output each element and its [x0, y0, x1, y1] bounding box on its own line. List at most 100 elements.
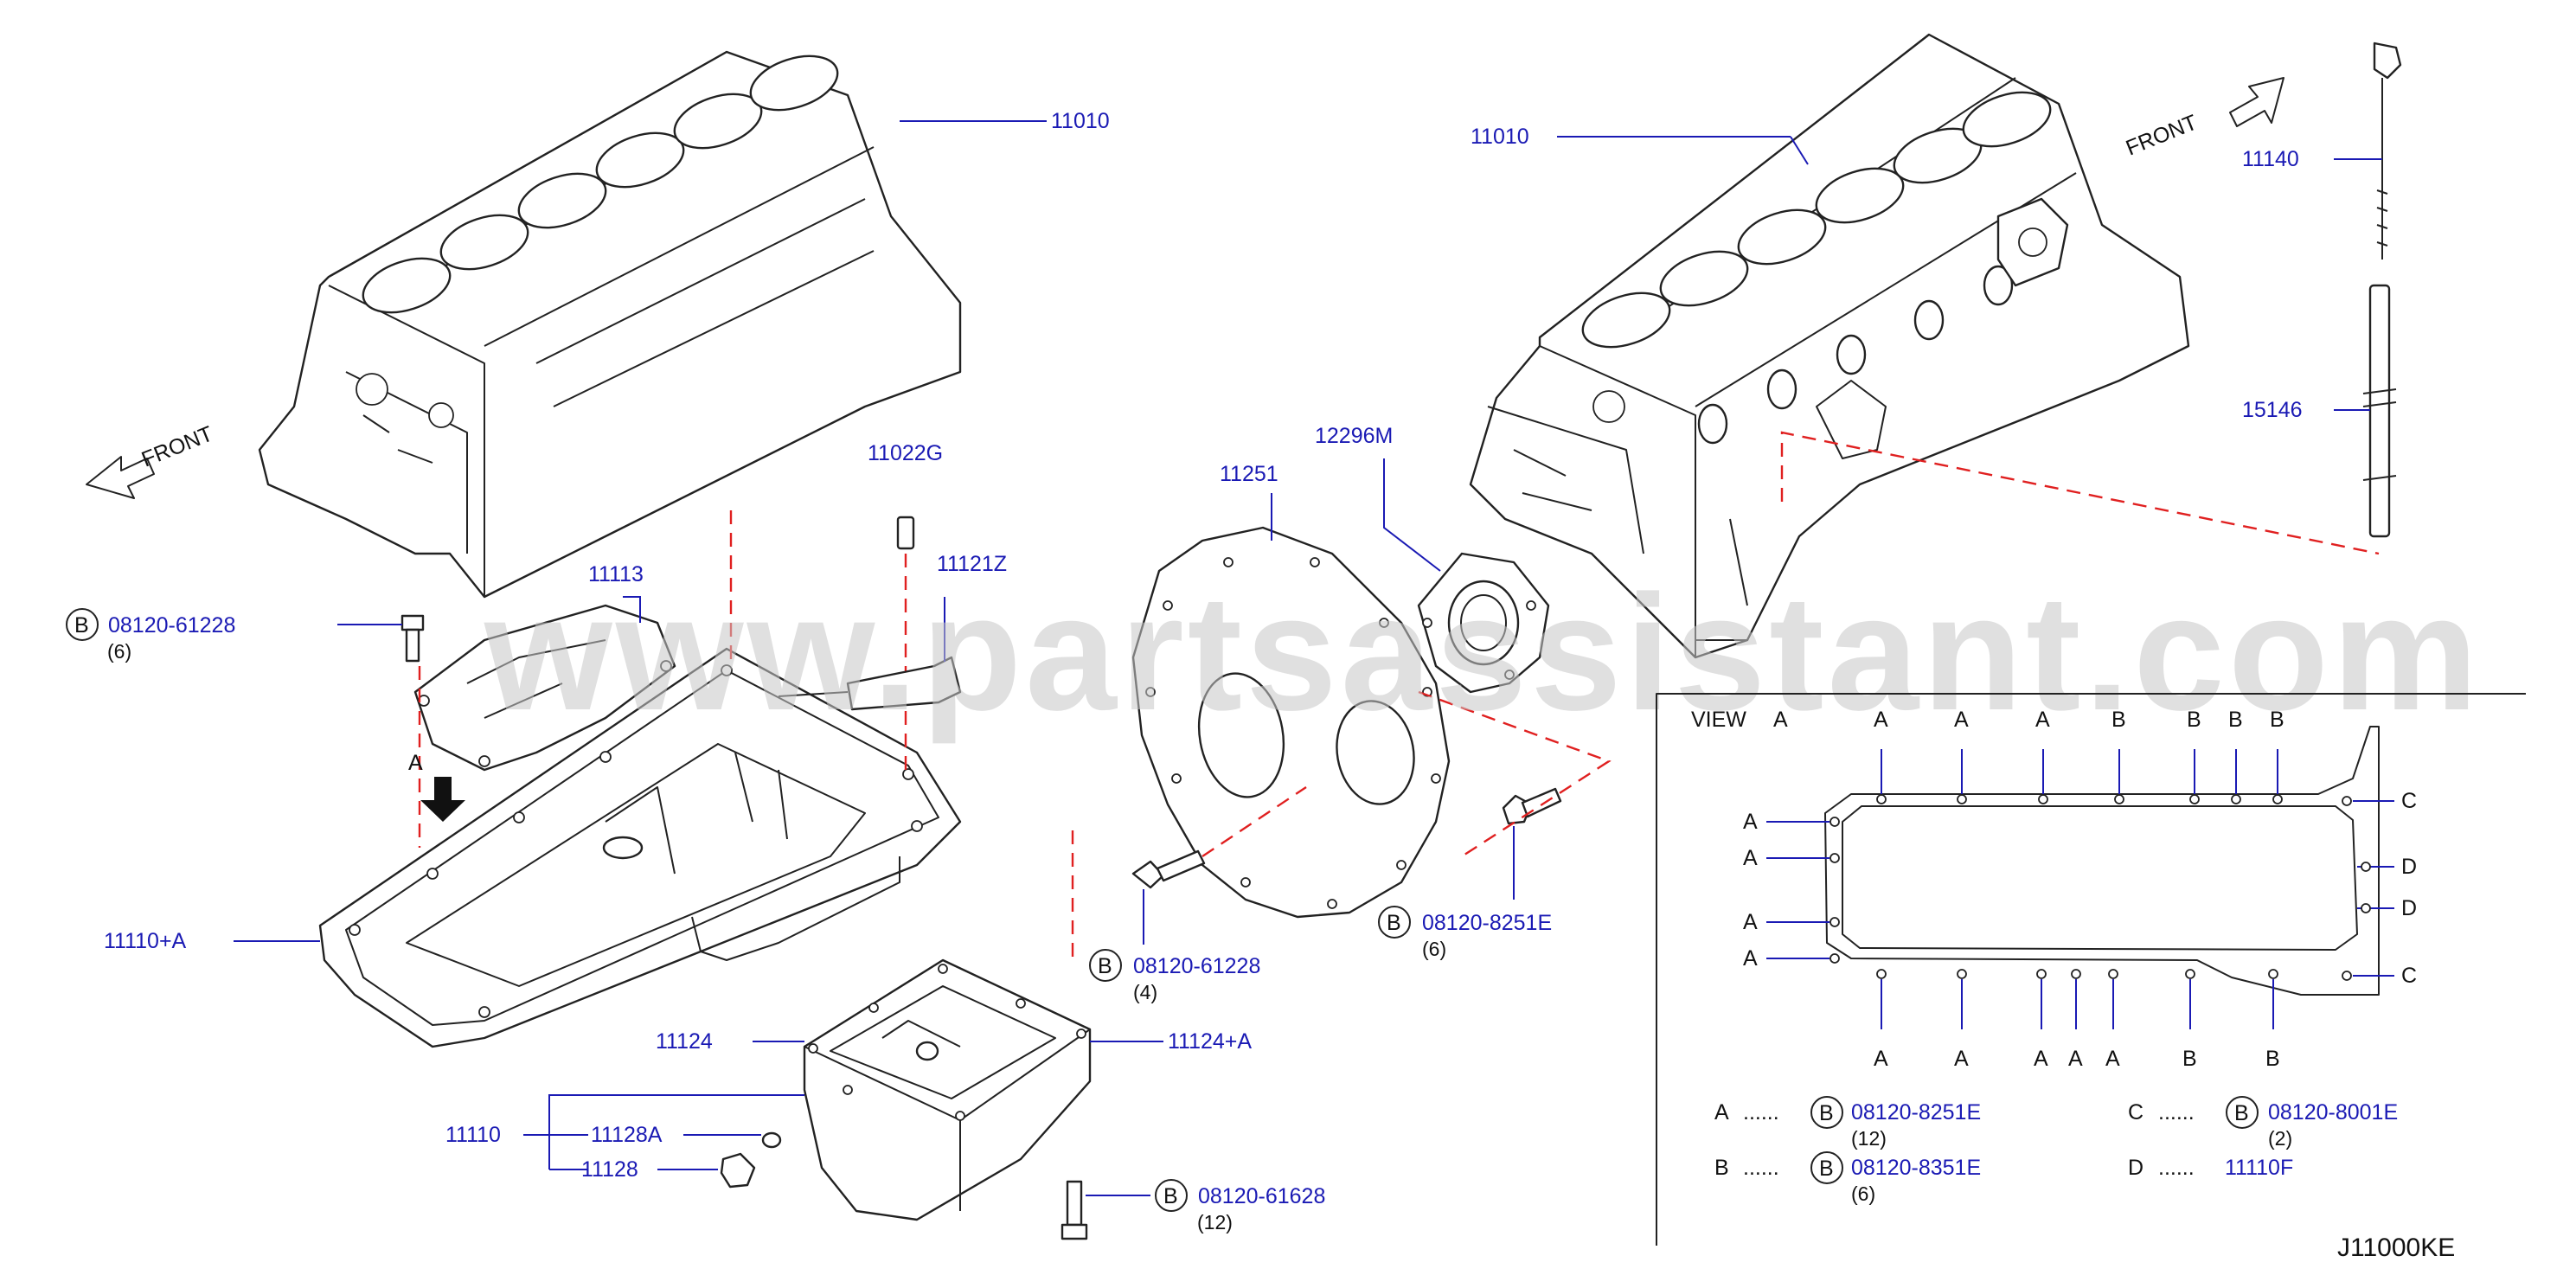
- bolt-08120-61628-qty: (12): [1197, 1211, 1233, 1234]
- legend-c-dots: ......: [2158, 1100, 2195, 1125]
- b1-circle: [66, 608, 99, 641]
- legend-c-qty: (2): [2268, 1127, 2292, 1150]
- b4-circle: [1155, 1179, 1188, 1212]
- cylinder-block-left[interactable]: [258, 46, 962, 599]
- part-15146-label[interactable]: 15146: [2242, 398, 2303, 422]
- b3-circle: [1378, 906, 1411, 939]
- front-label-right: FRONT: [2123, 110, 2201, 160]
- dipstick-11140[interactable]: [2373, 42, 2402, 260]
- legend-a-part[interactable]: 08120-8251E: [1851, 1100, 1981, 1125]
- view-top-letter-2: A: [1954, 708, 1969, 732]
- down-arrow-icon: [420, 777, 465, 822]
- legend-item-a: A ...... B 08120-8251E (12): [1714, 1096, 1981, 1150]
- bolt-08120-61228-rear-qty: (4): [1133, 981, 1157, 1003]
- part-11010-left-label[interactable]: 11010: [1051, 109, 1110, 133]
- rear-plate-11251[interactable]: [1131, 526, 1451, 919]
- bolt-08120-61228-label[interactable]: 08120-61228: [108, 613, 235, 638]
- legend-a-qty: (12): [1851, 1127, 1887, 1150]
- view-top-letter-1: A: [1874, 708, 1888, 732]
- oil-seal-retainer-12296M[interactable]: [1417, 552, 1550, 694]
- view-bottom-letter-4: A: [2068, 1047, 2083, 1071]
- watermark: www.partsassistant.com: [484, 561, 2482, 745]
- bolt-08120-61628-label[interactable]: 08120-61628: [1198, 1184, 1325, 1208]
- view-right-letter-2: D: [2401, 855, 2417, 879]
- view-a-panel: VIEW A: [1656, 693, 2526, 1246]
- legend-c-part[interactable]: 08120-8001E: [2268, 1100, 2398, 1125]
- b2-circle: [1089, 949, 1122, 982]
- drain-plug-11128[interactable]: [720, 1152, 756, 1189]
- legend-item-b: B ...... B 08120-8351E (6): [1714, 1151, 1981, 1205]
- legend-a-dots: ......: [1743, 1100, 1779, 1125]
- part-11110A-label[interactable]: 11110+A: [104, 929, 187, 953]
- bolt-08120-8251E-label[interactable]: 08120-8251E: [1422, 911, 1552, 935]
- upper-oil-pan-11110A[interactable]: [318, 647, 962, 1048]
- part-11251-label[interactable]: 11251: [1220, 462, 1278, 486]
- oil-strainer-11121Z[interactable]: [778, 656, 962, 711]
- part-11124A-label[interactable]: 11124+A: [1168, 1029, 1252, 1054]
- view-right-letter-4: C: [2401, 964, 2417, 988]
- legend-b-qty: (6): [1851, 1182, 1875, 1205]
- view-right-letter-1: C: [2401, 789, 2417, 813]
- bolt-08120-61628[interactable]: [1061, 1180, 1088, 1240]
- view-top-letter-7: B: [2270, 708, 2284, 732]
- view-a-marker: A: [408, 751, 423, 775]
- view-left-letter-4: A: [1743, 946, 1758, 971]
- view-left-letter-3: A: [1743, 910, 1758, 934]
- legend-c-circle: B: [2234, 1101, 2249, 1125]
- b4-circle-letter: B: [1163, 1184, 1178, 1208]
- view-bottom-letter-1: A: [1874, 1047, 1888, 1071]
- dowel-pin-11022G[interactable]: [896, 516, 915, 550]
- diagram-id: J11000KE: [2337, 1234, 2455, 1262]
- baffle-plate-11113[interactable]: [413, 604, 676, 772]
- part-11022G-label[interactable]: 11022G: [868, 441, 943, 465]
- bolt-08120-61228-qty: (6): [107, 640, 131, 663]
- legend-item-c: C ...... B 08120-8001E (2): [2128, 1096, 2398, 1150]
- view-right-letter-3: D: [2401, 896, 2417, 920]
- legend-a-circle: B: [1819, 1101, 1834, 1125]
- legend-a-letter: A: [1714, 1100, 1729, 1125]
- part-11110-label[interactable]: 11110: [445, 1123, 501, 1147]
- view-bottom-letter-2: A: [1954, 1047, 1969, 1071]
- bolt-08120-8251E[interactable]: [1502, 787, 1562, 825]
- b1-circle-letter: B: [74, 613, 89, 638]
- b3-circle-letter: B: [1387, 911, 1401, 935]
- legend-b-circle: B: [1819, 1157, 1834, 1181]
- legend-d-part[interactable]: 11110F: [2225, 1156, 2293, 1180]
- view-bottom-letter-5: A: [2105, 1047, 2120, 1071]
- part-11010-right-label[interactable]: 11010: [1471, 125, 1529, 149]
- view-left-letter-2: A: [1743, 846, 1758, 870]
- bolt-08120-8251E-qty: (6): [1422, 938, 1446, 960]
- bolt-08120-61228-rear-label[interactable]: 08120-61228: [1133, 954, 1260, 978]
- legend-b-dots: ......: [1743, 1156, 1779, 1180]
- part-11113-label[interactable]: 11113: [588, 562, 644, 586]
- front-arrow-left: FRONT: [86, 421, 216, 499]
- part-11140-label[interactable]: 11140: [2242, 147, 2299, 171]
- view-top-letter-3: A: [2035, 708, 2050, 732]
- view-top-letter-6: B: [2228, 708, 2243, 732]
- legend-item-d: D ...... 11110F: [2128, 1156, 2293, 1180]
- view-bottom-letter-3: A: [2034, 1047, 2048, 1071]
- legend-b-letter: B: [1714, 1156, 1729, 1180]
- view-top-letter-5: B: [2187, 708, 2201, 732]
- part-11128A-label[interactable]: 11128A: [591, 1123, 663, 1147]
- view-title-letter: A: [1773, 708, 1788, 732]
- part-11124-label[interactable]: 11124: [656, 1029, 713, 1054]
- legend-c-letter: C: [2128, 1100, 2143, 1125]
- legend-b-part[interactable]: 08120-8351E: [1851, 1156, 1981, 1180]
- cylinder-block-right[interactable]: [1469, 33, 2190, 659]
- part-12296M-label[interactable]: 12296M: [1315, 424, 1393, 448]
- view-title: VIEW: [1691, 708, 1746, 732]
- legend-d-letter: D: [2128, 1156, 2143, 1180]
- view-left-letter-1: A: [1743, 810, 1758, 834]
- part-11128-label[interactable]: 11128: [581, 1157, 638, 1182]
- part-11121Z-label[interactable]: 11121Z: [937, 552, 1007, 576]
- legend-d-dots: ......: [2158, 1156, 2195, 1180]
- view-bottom-letter-6: B: [2182, 1047, 2197, 1071]
- bolt-08120-61228-top[interactable]: [400, 614, 425, 663]
- b2-circle-letter: B: [1098, 954, 1112, 978]
- lower-oil-pan-11110[interactable]: [803, 958, 1092, 1221]
- drain-washer-11128A[interactable]: [761, 1131, 782, 1149]
- view-top-letter-4: B: [2111, 708, 2126, 732]
- bolt-08120-61228-rear[interactable]: [1131, 849, 1206, 889]
